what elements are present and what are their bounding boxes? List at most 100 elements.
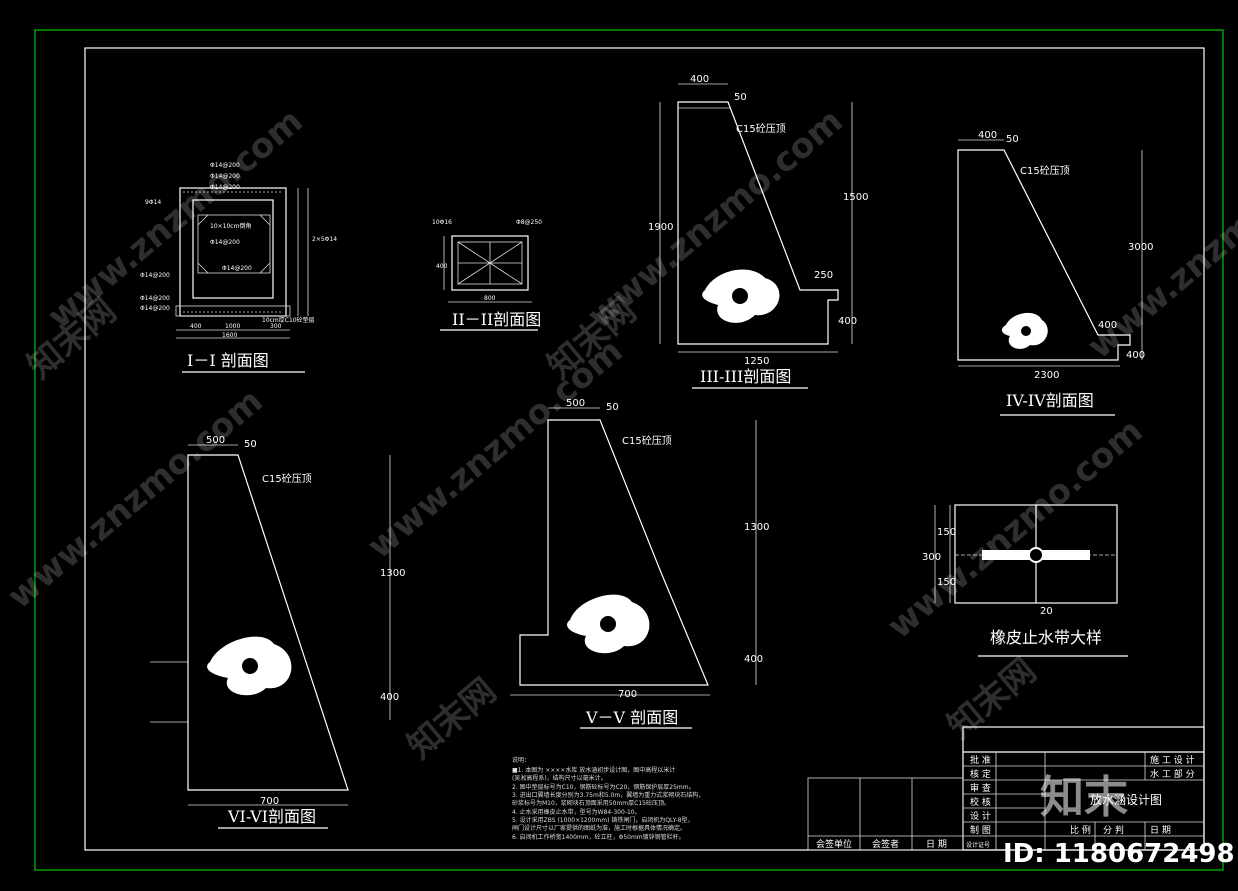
section-1-rebar-4: 9Φ14 — [145, 199, 161, 206]
section-1-drawing: 400 1000 300 1600 Φ14@200 Φ14@200 Φ14@20… — [140, 162, 337, 373]
notes-line-3: 2. 图中垫层标号为C10，钢筋砼标号为C20，钢筋保护层厚25mm。 — [512, 783, 695, 791]
tb-footer-scale: 比 例 — [1070, 824, 1091, 836]
section-4-label: C15砼压顶 — [1020, 164, 1070, 177]
notes-heading: 说明： — [512, 756, 530, 764]
section-1-rebar-6: Φ14@200 — [210, 239, 240, 246]
waterstop-dim-2: 150 — [937, 527, 956, 538]
section-6-drawing: 500 50 1300 400 700 C15砼压顶 VI-VI剖面图 — [150, 435, 405, 829]
section-4-dim-4: 400 — [1098, 320, 1117, 331]
watermark-site-4: www.znzmo.com — [0, 381, 270, 617]
section-3-label: C15砼压顶 — [736, 122, 786, 135]
waterstop-detail-drawing: 300 150 150 20 橡皮止水带大样 — [922, 504, 1128, 657]
inner-frame — [84, 47, 1205, 851]
section-3-dim-6: 400 — [838, 316, 857, 327]
section-5-drawing: 500 50 1300 400 700 C15砼压顶 V－V 剖面图 — [510, 398, 769, 729]
tb-row-verify: 核 定 — [970, 768, 991, 780]
section-3-title: III-III剖面图 — [700, 367, 791, 386]
waterstop-dim-3: 150 — [937, 577, 956, 588]
section-3-drawing: 400 50 1900 1500 250 400 1250 C15砼压顶 III… — [648, 74, 868, 389]
section-1-rebar-7: Φ14@200 — [222, 265, 252, 272]
watermark-brand-4: 知末网 — [940, 651, 1044, 747]
waterstop-dim-1: 300 — [922, 552, 941, 563]
section-6-label: C15砼压顶 — [262, 472, 312, 485]
section-3-dim-5: 250 — [814, 270, 833, 281]
section-1-rebar-3: Φ14@200 — [210, 184, 240, 191]
notes-line-2: (吴淞高程系)，结构尺寸以毫米计。 — [512, 774, 607, 782]
section-6-dim-5: 700 — [260, 796, 279, 807]
notes-line-5: 砂浆标号为M10，浆砌块石顶面采用50mm厚C15砼压顶。 — [512, 799, 670, 807]
section-3-dim-7: 1250 — [744, 356, 769, 367]
tb-sign-unit: 会签单位 — [816, 838, 852, 850]
section-1-title: I－I 剖面图 — [187, 351, 269, 370]
section-5-title: V－V 剖面图 — [585, 708, 678, 727]
waterstop-title: 橡皮止水带大样 — [990, 628, 1102, 647]
section-5-dim-4: 400 — [744, 654, 763, 665]
section-5-dim-3: 1300 — [744, 522, 769, 533]
tb-row-draw: 制 图 — [970, 824, 991, 836]
watermark-site-5: www.znzmo.com — [880, 411, 1150, 647]
section-4-dim-3: 3000 — [1128, 242, 1153, 253]
notes-line-9: 6. 启闭机工作桥宽1400mm，砼立柱，Φ50mm镀锌钢管栏杆。 — [512, 833, 685, 841]
tb-row-review: 审 查 — [970, 782, 991, 794]
section-1-rebar-1: Φ14@200 — [210, 162, 240, 169]
tb-footer-division: 分 判 — [1103, 824, 1124, 836]
title-block: 批 准 核 定 审 查 校 核 设 计 制 图 设计证号 施 工 设 计 水 工… — [807, 726, 1205, 851]
tb-row-approve: 批 准 — [970, 754, 991, 766]
section-1-rebar-2: Φ14@200 — [210, 173, 240, 180]
section-1-rebar-9: Φ14@200 — [140, 272, 170, 279]
section-3-dim-3: 1900 — [648, 222, 673, 233]
section-6-dim-1: 500 — [206, 435, 225, 446]
section-2-dim-2: 400 — [436, 263, 448, 270]
section-4-drawing: 400 50 3000 400 400 2300 C15砼压顶 IV-IV剖面图 — [957, 130, 1153, 416]
watermark-logo: 知末 — [1040, 772, 1128, 823]
tb-row-check: 校 核 — [970, 796, 991, 808]
notes-line-8: 闸门设计尺寸以厂家提供的图纸为准，施工时根据具体情况确定。 — [512, 824, 686, 832]
section-1-rebar-5: 10×10cm倒角 — [210, 222, 251, 230]
section-2-rebar-2: Φ8@250 — [516, 219, 542, 226]
section-1-dim-4: 1600 — [222, 332, 237, 339]
tb-stage-label: 施 工 设 计 — [1150, 754, 1195, 766]
section-4-dim-1: 400 — [978, 130, 997, 141]
section-3-dim-1: 400 — [690, 74, 709, 85]
section-1-dim-2: 1000 — [225, 323, 240, 330]
outer-frame — [34, 29, 1224, 871]
section-4-title: IV-IV剖面图 — [1006, 391, 1094, 410]
section-6-dim-3: 1300 — [380, 568, 405, 579]
section-1-rebar-12: 10cm厚C10砼垫层 — [262, 316, 315, 324]
section-5-dim-5: 700 — [618, 689, 637, 700]
watermark-layer: www.znzmo.com www.znzmo.com www.znzmo.co… — [0, 101, 1238, 767]
section-4-dim-2: 50 — [1006, 134, 1019, 145]
section-6-dim-2: 50 — [244, 439, 257, 450]
section-6-title: VI-VI剖面图 — [227, 807, 316, 826]
section-2-rebar-1: 10Φ16 — [432, 219, 452, 226]
tb-footer-date: 日 期 — [1150, 825, 1171, 836]
section-2-dim-1: 800 — [484, 295, 496, 302]
section-3-dim-2: 50 — [734, 92, 747, 103]
section-4-dim-5: 400 — [1126, 350, 1145, 361]
watermark-site-6: www.znzmo.com — [1080, 131, 1238, 367]
section-5-dim-2: 50 — [606, 402, 619, 413]
notes-line-7: 5. 设计采用ZBS (1000×1200mm) 铸铁闸门，启闭机为QLY-8型… — [512, 816, 694, 824]
section-1-rebar-8: 2×5Φ14 — [312, 236, 337, 243]
tb-part-label: 水 工 部 分 — [1150, 768, 1195, 780]
tb-drawing-no-label: 设计证号 — [966, 841, 990, 849]
watermark-brand-3: 知末网 — [400, 671, 504, 767]
section-3-dim-4: 1500 — [843, 192, 868, 203]
waterstop-dim-4: 20 — [1040, 606, 1053, 617]
section-2-title: II－II剖面图 — [452, 310, 541, 329]
design-notes: 说明： ■1. 本图为 ××××水库 放水涵初步设计图，图中高程以米计 (吴淞高… — [512, 756, 704, 841]
notes-line-6: 4. 止水采用橡皮止水带，型号为W84-300-10。 — [512, 808, 641, 816]
notes-line-4: 3. 进出口翼墙长度分别为3.75m和5.0m，翼墙为重力式浆砌块石结构， — [512, 791, 704, 799]
section-1-dim-3: 300 — [270, 323, 282, 330]
section-1-rebar-10: Φ14@200 — [140, 295, 170, 302]
tb-sign-person: 会签者 — [872, 838, 899, 850]
section-1-rebar-11: Φ14@200 — [140, 305, 170, 312]
section-6-dim-4: 400 — [380, 692, 399, 703]
tb-drawing-name: 放水涵设计图 — [1090, 792, 1162, 807]
section-4-dim-6: 2300 — [1034, 370, 1059, 381]
tb-row-design: 设 计 — [970, 810, 991, 822]
section-5-dim-1: 500 — [566, 398, 585, 409]
notes-line-1: ■1. 本图为 ××××水库 放水涵初步设计图，图中高程以米计 — [512, 766, 675, 774]
section-2-drawing: 800 400 10Φ16 Φ8@250 II－II剖面图 — [432, 219, 542, 331]
